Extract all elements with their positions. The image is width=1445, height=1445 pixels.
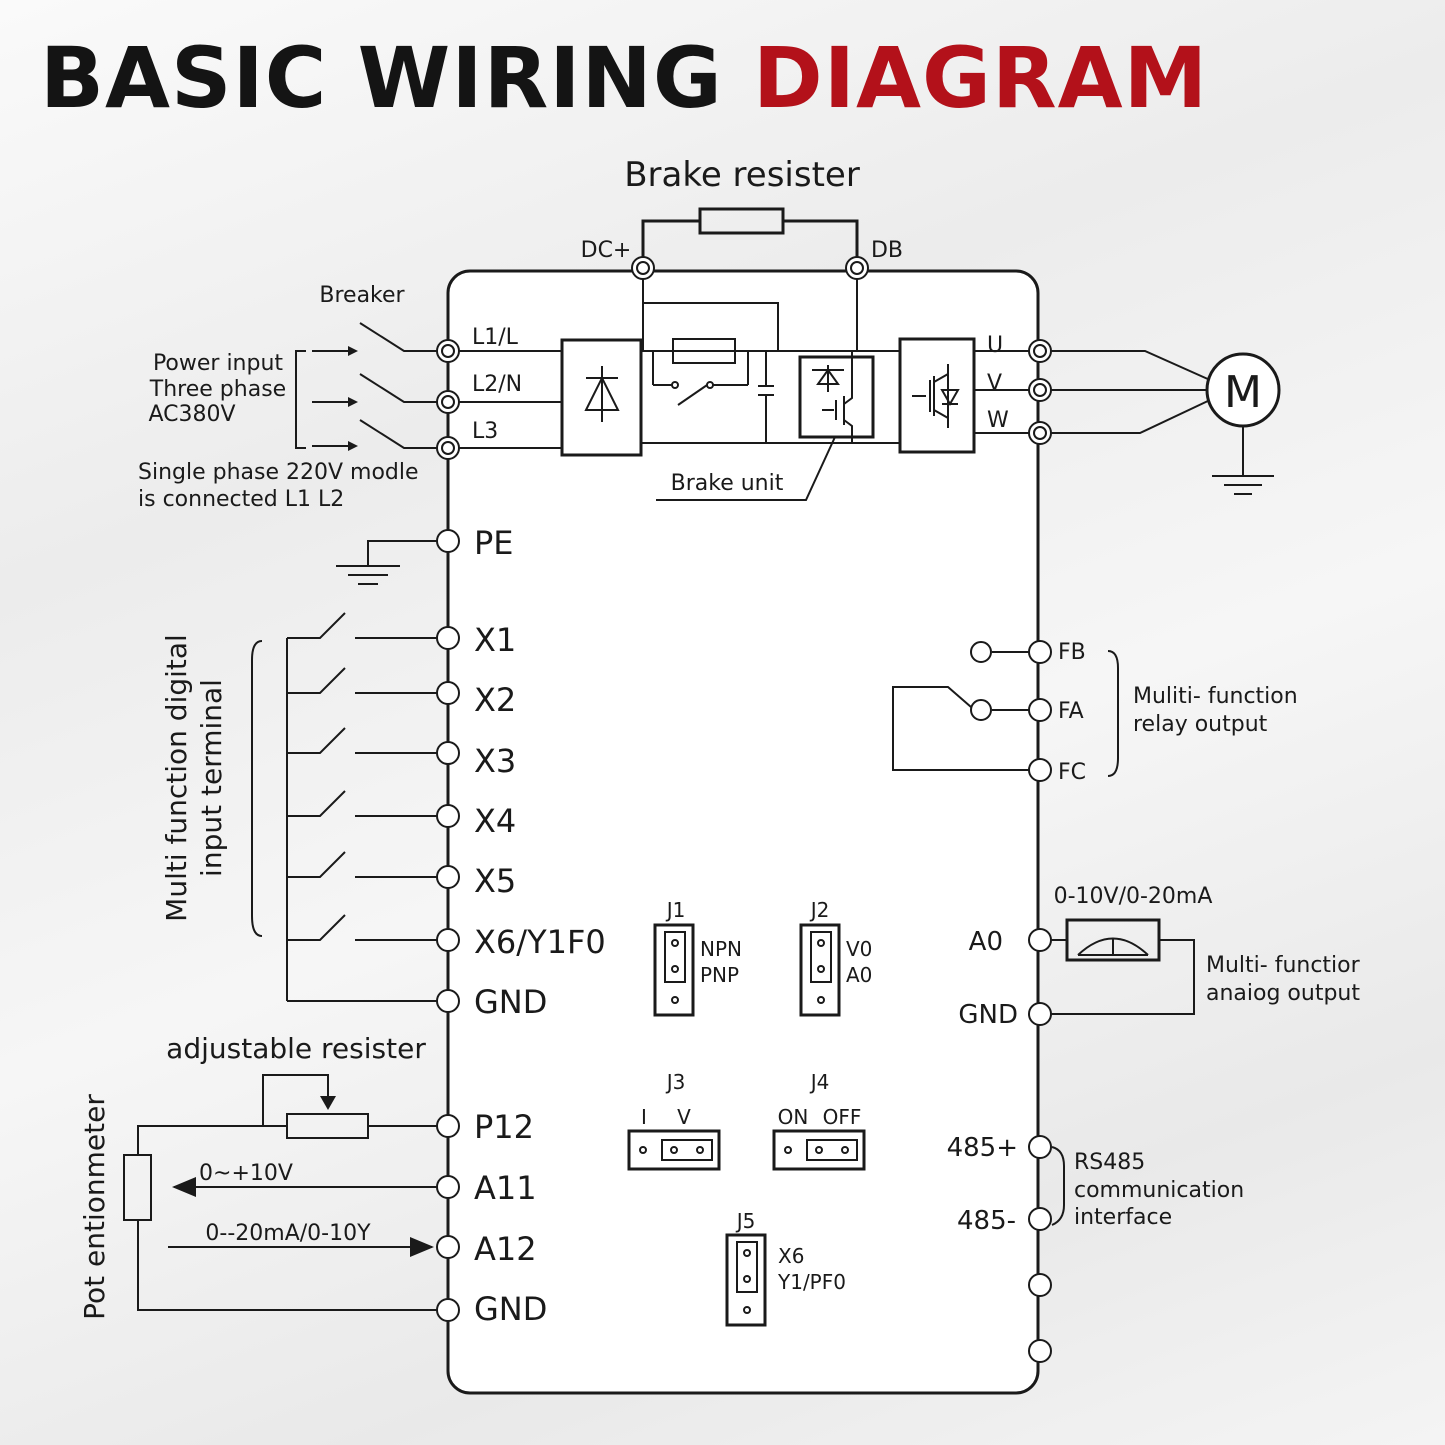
analog-inputs: adjustable resister Pot entionmeter 0~+1…: [78, 1032, 547, 1328]
terminal-gnd-digital-label: GND: [474, 983, 547, 1021]
digital-input-label-2: input terminal: [195, 679, 228, 877]
terminal-485-plus-label: 485+: [947, 1133, 1018, 1163]
motor-label: M: [1224, 367, 1262, 418]
terminal-dots: [436, 256, 1052, 1363]
brake-unit: Brake unit: [656, 351, 875, 501]
rs485-line3: interface: [1074, 1205, 1172, 1230]
terminal-a0-label: A0: [969, 927, 1003, 957]
terminal-x2-label: X2: [474, 681, 516, 719]
terminal-l3-label: L3: [472, 419, 498, 444]
jumper-j2-opt1: V0: [846, 937, 872, 961]
pe-ground: PE: [336, 524, 514, 585]
rs485: 485+ 485- RS485 communication interface: [947, 1133, 1245, 1236]
jumper-j2-label: J2: [809, 898, 830, 922]
jumper-j1-opt1: NPN: [700, 937, 742, 961]
digital-input-label-1: Multi function digital: [160, 634, 193, 922]
jumper-j4: J4 ON OFF: [772, 1070, 866, 1171]
terminal-fc-label: FC: [1058, 760, 1086, 785]
adjustable-resistor: [286, 1113, 369, 1139]
page-title: BASIC WIRING DIAGRAM: [40, 28, 1208, 128]
jumper-j4-opt2: OFF: [823, 1105, 862, 1129]
analog-output-line2: anaiog output: [1206, 981, 1360, 1006]
terminal-x1-label: X1: [474, 621, 516, 659]
terminal-w-label: W: [987, 408, 1009, 433]
brake-resister-label: Brake resister: [624, 155, 860, 195]
terminal-u-label: U: [987, 333, 1003, 358]
breaker-label: Breaker: [319, 283, 405, 308]
pot-label: Pot entionmeter: [78, 1094, 111, 1320]
terminal-x4-label: X4: [474, 802, 516, 840]
single-phase-line2: is connected L1 L2: [138, 487, 344, 512]
motor-wiring: M U V W: [974, 333, 1281, 495]
terminal-gnd-analog-label: GND: [474, 1290, 547, 1328]
adjustable-resister-label: adjustable resister: [166, 1032, 426, 1065]
power-input: Breaker Power input Three phase AC380V S…: [138, 283, 522, 512]
digital-inputs: Multi function digital input terminal X1…: [160, 612, 606, 1021]
jumper-j3: J3 I V: [627, 1070, 721, 1171]
terminal-p12-label: P12: [474, 1108, 534, 1146]
jumper-j2-opt2: A0: [846, 963, 872, 987]
terminal-x6-label: X6/Y1F0: [474, 923, 606, 961]
jumper-j3-opt2: V: [677, 1105, 691, 1129]
jumper-j3-label: J3: [665, 1070, 686, 1094]
jumper-j4-opt1: ON: [778, 1105, 809, 1129]
terminal-gnd-a0-label: GND: [958, 1000, 1018, 1030]
terminal-a12-label: A12: [474, 1230, 537, 1268]
jumper-j1-label: J1: [665, 898, 686, 922]
brake-resistor: Brake resister DC+ DB: [581, 155, 903, 268]
terminal-fb-label: FB: [1058, 640, 1086, 665]
analog-range-label: 0-10V/0-20mA: [1054, 884, 1213, 909]
jumper-j1: J1 NPN PNP: [653, 898, 742, 1017]
jumper-j4-label: J4: [809, 1070, 830, 1094]
title-part-black: BASIC WIRING: [40, 29, 723, 127]
analog-output: 0-10V/0-20mA Multi- functior anaiog outp…: [958, 884, 1360, 1030]
terminal-x3-label: X3: [474, 742, 516, 780]
terminal-l2-label: L2/N: [472, 372, 522, 397]
rs485-line2: communication: [1074, 1178, 1244, 1203]
potentiometer: [123, 1154, 152, 1221]
jumper-j5-label: J5: [735, 1209, 756, 1233]
jumper-j3-opt1: I: [641, 1105, 647, 1129]
db-label: DB: [871, 238, 903, 263]
terminal-v-label: V: [987, 371, 1002, 396]
relay-output: FB FA FC Muliti- function relay output: [892, 640, 1298, 785]
inverter-body: [446, 269, 1040, 1395]
dc-plus-label: DC+: [581, 238, 632, 263]
range-a12-label: 0--20mA/0-10Y: [205, 1221, 371, 1246]
power-circuit: [448, 279, 900, 457]
range-a11-label: 0~+10V: [199, 1161, 293, 1186]
single-phase-line1: Single phase 220V modle: [138, 460, 419, 485]
terminal-pe-label: PE: [474, 524, 514, 562]
relay-output-line2: relay output: [1133, 712, 1268, 737]
relay-output-line1: Muliti- function: [1133, 684, 1298, 709]
jumper-j5-opt2: Y1/PF0: [777, 1270, 846, 1294]
igbt-block: [898, 337, 976, 454]
terminal-x5-label: X5: [474, 862, 516, 900]
rs485-line1: RS485: [1074, 1150, 1145, 1175]
terminal-l1-label: L1/L: [472, 325, 519, 350]
rectifier-block: [560, 338, 643, 457]
power-input-line2: Three phase: [149, 377, 286, 402]
terminal-485-minus-label: 485-: [957, 1206, 1016, 1236]
power-input-line3: AC380V: [148, 402, 235, 427]
jumper-j5-opt1: X6: [778, 1244, 804, 1268]
analog-output-line1: Multi- functior: [1206, 953, 1361, 978]
title-part-red: DIAGRAM: [753, 29, 1209, 127]
jumper-j5: J5 X6 Y1/PF0: [725, 1209, 846, 1327]
brake-unit-label: Brake unit: [671, 471, 784, 496]
jumper-j1-opt2: PNP: [700, 963, 739, 987]
terminal-a11-label: A11: [474, 1169, 537, 1207]
terminal-fa-label: FA: [1058, 699, 1084, 724]
power-input-line1: Power input: [153, 351, 283, 376]
jumper-j2: J2 V0 A0: [799, 898, 872, 1017]
